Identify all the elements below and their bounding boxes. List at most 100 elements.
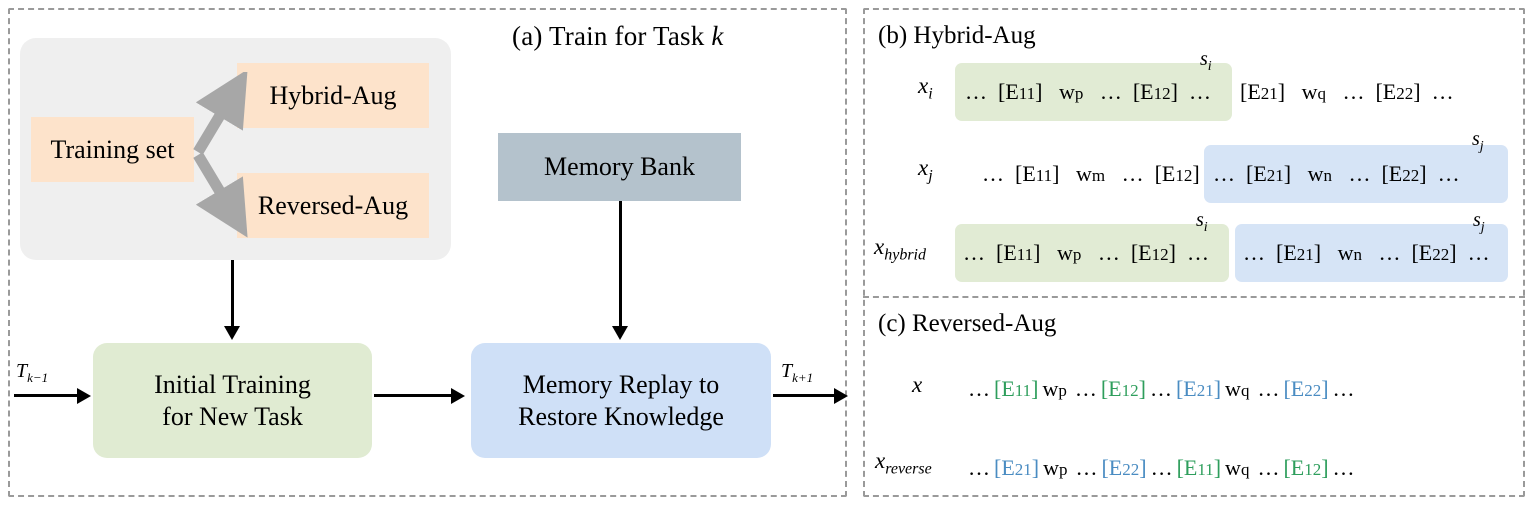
row-label-xi: xi (918, 73, 933, 104)
connector-augmentation-to-initial-training (231, 260, 234, 327)
initial-training-line-2: for New Task (162, 401, 303, 431)
arrowhead-initial-training-icon (224, 326, 240, 340)
memory-bank-box[interactable]: Memory Bank (498, 133, 741, 201)
token-xi-h-0: … [E11] wp … [E12] … (965, 79, 1211, 104)
memory-replay-line-2: Restore Knowledge (518, 401, 724, 431)
sequence-x-row: … [E11] wp … [E12] … [E21] wq … [E22] … (968, 364, 1508, 414)
arrowhead-output-task-icon (834, 388, 848, 404)
row-label-x: x (912, 372, 922, 398)
row-label-xj: xj (918, 155, 933, 186)
row-label-x-symbol: x (912, 372, 923, 397)
input-task-subscript: k−1 (27, 370, 49, 385)
panel-a-title: (a) Train for Task k (512, 21, 724, 52)
token-c1-6: [E11] (1176, 455, 1222, 480)
row-label-xi-subscript: i (928, 85, 933, 103)
connector-initial-to-replay (374, 394, 452, 397)
hybrid-aug-label: Hybrid-Aug (269, 80, 397, 110)
token-xi-p-0: [E21] wq … [E22] … (1240, 79, 1454, 104)
connector-input-task (14, 394, 78, 397)
token-c0-8: … (1257, 376, 1280, 401)
output-task-label: Tk+1 (781, 360, 813, 386)
initial-training-box[interactable]: Initial Training for New Task (93, 343, 372, 458)
span-marker-si-row1: si (1200, 48, 1212, 75)
token-c0-1: [E11] (994, 376, 1039, 401)
token-c1-10: … (1332, 455, 1355, 480)
token-xj-p-0: … [E11] wm … [E12] (982, 161, 1200, 186)
sequence-xi-plain-span: [E21] wq … [E22] … (1240, 63, 1510, 121)
output-task-subscript: k+1 (792, 370, 814, 385)
row-label-xreverse-subscript: reverse (885, 460, 932, 478)
row-label-xreverse-symbol: x (875, 448, 886, 473)
span-marker-sj-row3: sj (1473, 209, 1485, 236)
panel-bc-divider (863, 296, 1525, 298)
memory-bank-label: Memory Bank (544, 152, 695, 181)
arrowhead-initial-to-replay-icon (451, 388, 465, 404)
memory-replay-line-1: Memory Replay to (522, 369, 720, 399)
token-c0-5: … (1149, 376, 1172, 401)
token-c0-2: wp (1042, 376, 1067, 401)
row-label-xj-subscript: j (928, 167, 933, 185)
hybrid-aug-box[interactable]: Hybrid-Aug (237, 63, 429, 128)
span-marker-sj-row3-symbol: s (1473, 209, 1481, 231)
span-marker-sj-row2-symbol: s (1472, 128, 1480, 150)
token-c1-5: … (1150, 455, 1173, 480)
connector-memory-bank-to-replay (619, 201, 622, 327)
token-c0-3: … (1074, 376, 1097, 401)
token-c1-9: [E12] (1283, 455, 1329, 480)
input-task-symbol: T (16, 360, 28, 382)
token-c0-9: [E22] (1283, 376, 1329, 401)
span-marker-si-row3: si (1196, 209, 1208, 236)
row-label-xhybrid-symbol: x (874, 234, 885, 259)
training-set-label: Training set (50, 134, 175, 164)
span-marker-si-row3-symbol: s (1196, 209, 1204, 231)
token-xhybrid-b-0: … [E21] wn … [E22] … (1243, 240, 1490, 265)
span-marker-sj-row3-subscript: j (1480, 220, 1485, 235)
sequence-xhybrid-green-span: … [E11] wp … [E12] … (955, 224, 1229, 282)
row-label-xi-symbol: x (918, 73, 929, 98)
panel-bc-frame (863, 8, 1525, 497)
input-task-label: Tk−1 (16, 360, 48, 386)
token-c1-3: … (1075, 455, 1098, 480)
sequence-xhybrid-blue-span: … [E21] wn … [E22] … (1235, 224, 1508, 282)
token-xj-h-0: … [E21] wn … [E22] … (1213, 161, 1460, 186)
arrowhead-input-task-icon (77, 388, 91, 404)
token-c1-7: wq (1225, 455, 1250, 480)
token-c0-6: [E21] (1175, 376, 1222, 401)
reversed-aug-box[interactable]: Reversed-Aug (237, 173, 429, 238)
sequence-xj-highlight-span: … [E21] wn … [E22] … (1204, 145, 1508, 203)
row-label-xhybrid-subscript: hybrid (884, 246, 926, 264)
panel-b-title: (b) Hybrid-Aug (878, 22, 1036, 49)
token-c1-1: [E21] (994, 455, 1040, 480)
sequence-xreverse-row: … [E21] wp … [E22] … [E11] wq … [E12] … (968, 443, 1508, 493)
panel-c-title: (c) Reversed-Aug (878, 310, 1057, 337)
token-c0-10: … (1332, 376, 1355, 401)
span-marker-si-row1-subscript: i (1207, 59, 1212, 74)
token-c0-4: [E12] (1100, 376, 1146, 401)
sequence-xi-highlight-span: … [E11] wp … [E12] … (955, 63, 1232, 121)
token-c1-2: wp (1043, 455, 1068, 480)
row-label-xhybrid: xhybrid (874, 234, 926, 265)
token-c1-4: [E22] (1101, 455, 1147, 480)
initial-training-line-1: Initial Training (154, 369, 311, 399)
panel-a-title-task-symbol: k (711, 21, 724, 51)
arrow-training-to-hybrid-icon (193, 72, 248, 155)
memory-replay-box[interactable]: Memory Replay to Restore Knowledge (471, 343, 771, 458)
token-c1-8: … (1257, 455, 1280, 480)
token-c0-0: … (968, 376, 990, 401)
row-label-xj-symbol: x (918, 155, 929, 180)
row-label-xreverse: xreverse (875, 448, 932, 479)
output-task-symbol: T (781, 360, 793, 382)
connector-output-task (773, 394, 835, 397)
training-set-box[interactable]: Training set (31, 117, 194, 182)
panel-a-title-text: (a) Train for Task (512, 21, 712, 51)
token-c0-7: wq (1225, 376, 1250, 401)
span-marker-sj-row2: sj (1472, 128, 1484, 155)
span-marker-sj-row2-subscript: j (1479, 139, 1484, 154)
panel-a-frame (8, 8, 847, 497)
token-c1-0: … (968, 455, 990, 480)
span-marker-si-row1-symbol: s (1200, 48, 1208, 70)
reversed-aug-label: Reversed-Aug (257, 190, 409, 220)
token-xhybrid-g-0: … [E11] wp … [E12] … (963, 240, 1209, 265)
arrow-training-to-reversed-icon (193, 152, 248, 238)
